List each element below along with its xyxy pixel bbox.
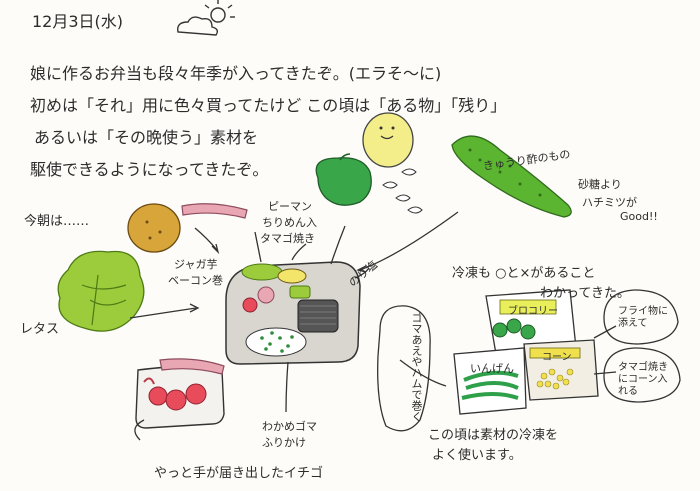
frozen-bag-corn [523,339,599,401]
label-corn: コーン [542,352,572,363]
label-kesa: 今朝は…… [24,214,90,229]
footer-line-1: この頃は素材の冷凍を [428,428,559,443]
cucumber-shape [451,135,572,218]
intro-line-4: 駆使できるようになってきたぞ。 [30,160,269,179]
arrow-lines [129,211,617,441]
lunch-box-shape [225,261,361,365]
label-ingen: いんげん [470,362,514,375]
cloud-sun-icon [177,0,235,36]
label-good: Good!! [620,210,658,223]
label-bacon: ベーコン巻 [168,274,223,287]
label-sato: 砂糖より [578,178,622,191]
bubble-fry [603,289,679,345]
footer-line-2: よく使います。 [432,448,522,463]
bacon-shape [181,203,248,219]
label-tamagoyaki: タマゴ焼き [260,232,315,245]
frozen-bag-broccoli [485,289,577,355]
strawberry-box-shape [135,358,225,429]
bubble-tamago [603,347,681,403]
label-jagaimo: ジャガ芋 [174,258,218,271]
label-furikake: ふりかけ [262,436,306,449]
bubble-goma [377,305,431,432]
small-fish-shape [382,168,423,214]
label-lettuce: レタス [20,322,60,337]
label-ichigo: やっと手が届き出したイチゴ [154,466,324,481]
green-pepper-shape [315,157,372,206]
egg-shape [362,112,414,168]
label-reito-1: 冷凍も ○と×があること [452,266,596,281]
date-label: 12月3日(水) [32,12,124,31]
label-piman: ピーマン [268,200,312,213]
label-broccoli: ブロコリー [508,306,558,317]
intro-line-1: 娘に作るお弁当も段々年季が入ってきたぞ。(エラそ〜に) [30,64,442,83]
label-chirimen: ちりめん入 [262,216,317,229]
label-hachimitsu: ハチミツが [582,196,637,209]
intro-line-2: 初めは「それ」用に色々買ってたけど この頃は「ある物」「残り」 [30,96,507,115]
frozen-bag-ingen [453,347,527,415]
label-fry: フライ物に添えて [618,306,668,329]
label-goma-ham: ゴマあえやハムで巻く [410,312,423,422]
potato-shape [127,203,181,253]
label-wakame: わかめゴマ [262,420,317,433]
label-reito-2: わかってきた。 [540,286,630,301]
lettuce-shape [57,250,145,332]
intro-line-3: あるいは「その晩使う」素材を [34,128,259,147]
label-tamago-corn: タマゴ焼きにコーン入れる [618,362,668,397]
